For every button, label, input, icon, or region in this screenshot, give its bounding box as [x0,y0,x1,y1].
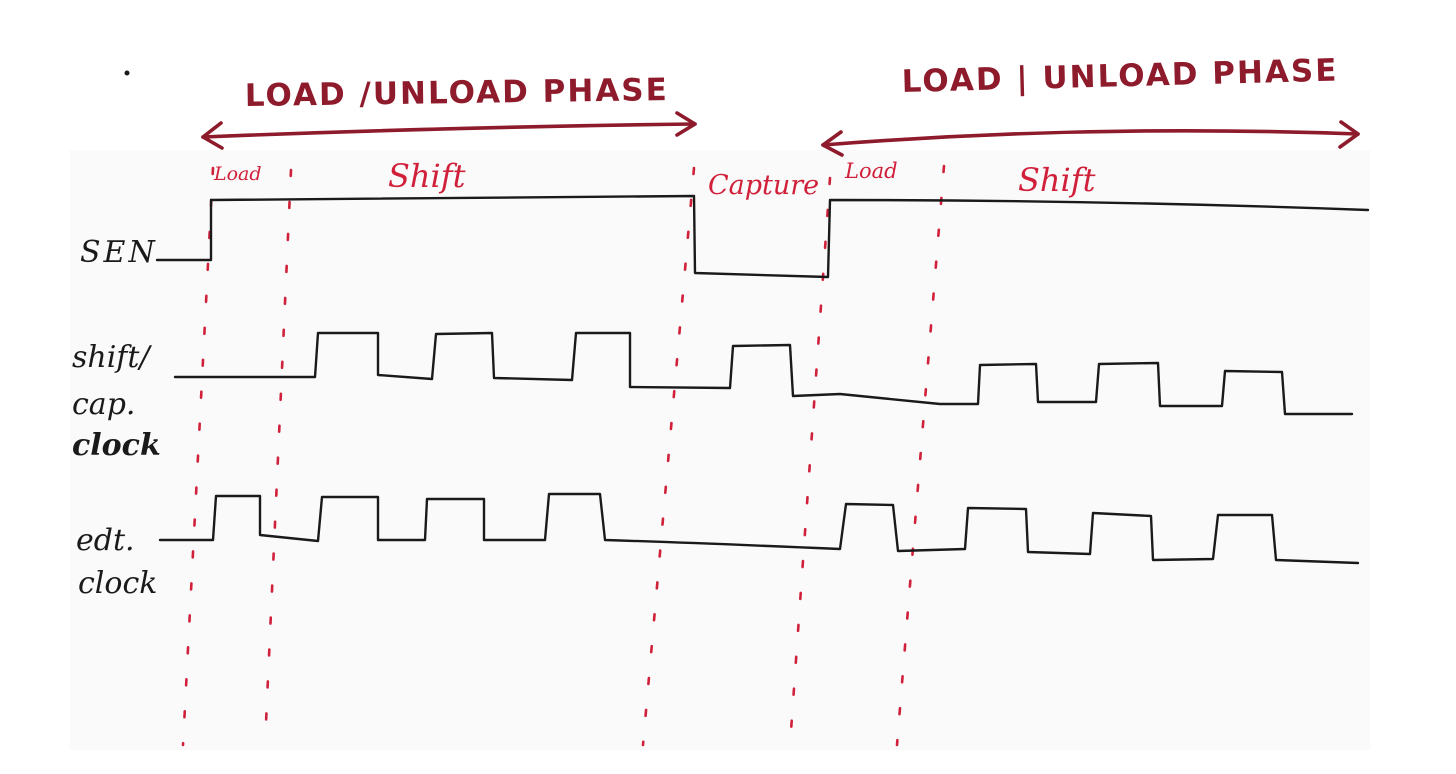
signal-label-edt-line1: edt. [76,523,135,558]
signal-label-edt-clock: edt. clock [76,523,157,601]
section-label-load-2: Load [844,159,898,183]
section-label-shift-1: Shift [388,157,466,195]
divider-shift-end-1 [641,166,696,747]
phase-label-first: LOAD /UNLOAD PHASE [245,72,669,114]
signal-label-shift-cap-line3: clock [72,428,161,463]
paper-background [70,150,1370,750]
divider-capture-end [788,176,832,747]
pen-dot [124,70,130,76]
signal-label-sen: SEN [80,235,158,270]
signal-label-shift-cap-line1: shift/ [72,340,152,375]
waveform-edt-clock [158,492,1360,565]
section-label-capture: Capture [708,170,819,201]
signal-label-edt-line2: clock [78,566,157,601]
waveform-shift-cap-clock [173,331,1354,416]
section-label-shift-2: Shift [1018,161,1096,199]
phase-arrow-second [821,120,1360,157]
waveform-sen [155,194,1370,279]
divider-load-end-1 [263,168,293,747]
divider-load-start-1 [181,166,215,747]
signal-label-shift-cap-line2: cap. [72,387,135,422]
phase-label-second: LOAD | UNLOAD PHASE [901,53,1339,100]
phase-arrow-first [201,111,697,150]
divider-load-end-2 [895,164,946,747]
signal-label-shift-cap-clock: shift/ cap. clock [72,340,161,463]
section-label-load-1: Load [213,163,262,185]
phase-dividers [181,164,946,747]
